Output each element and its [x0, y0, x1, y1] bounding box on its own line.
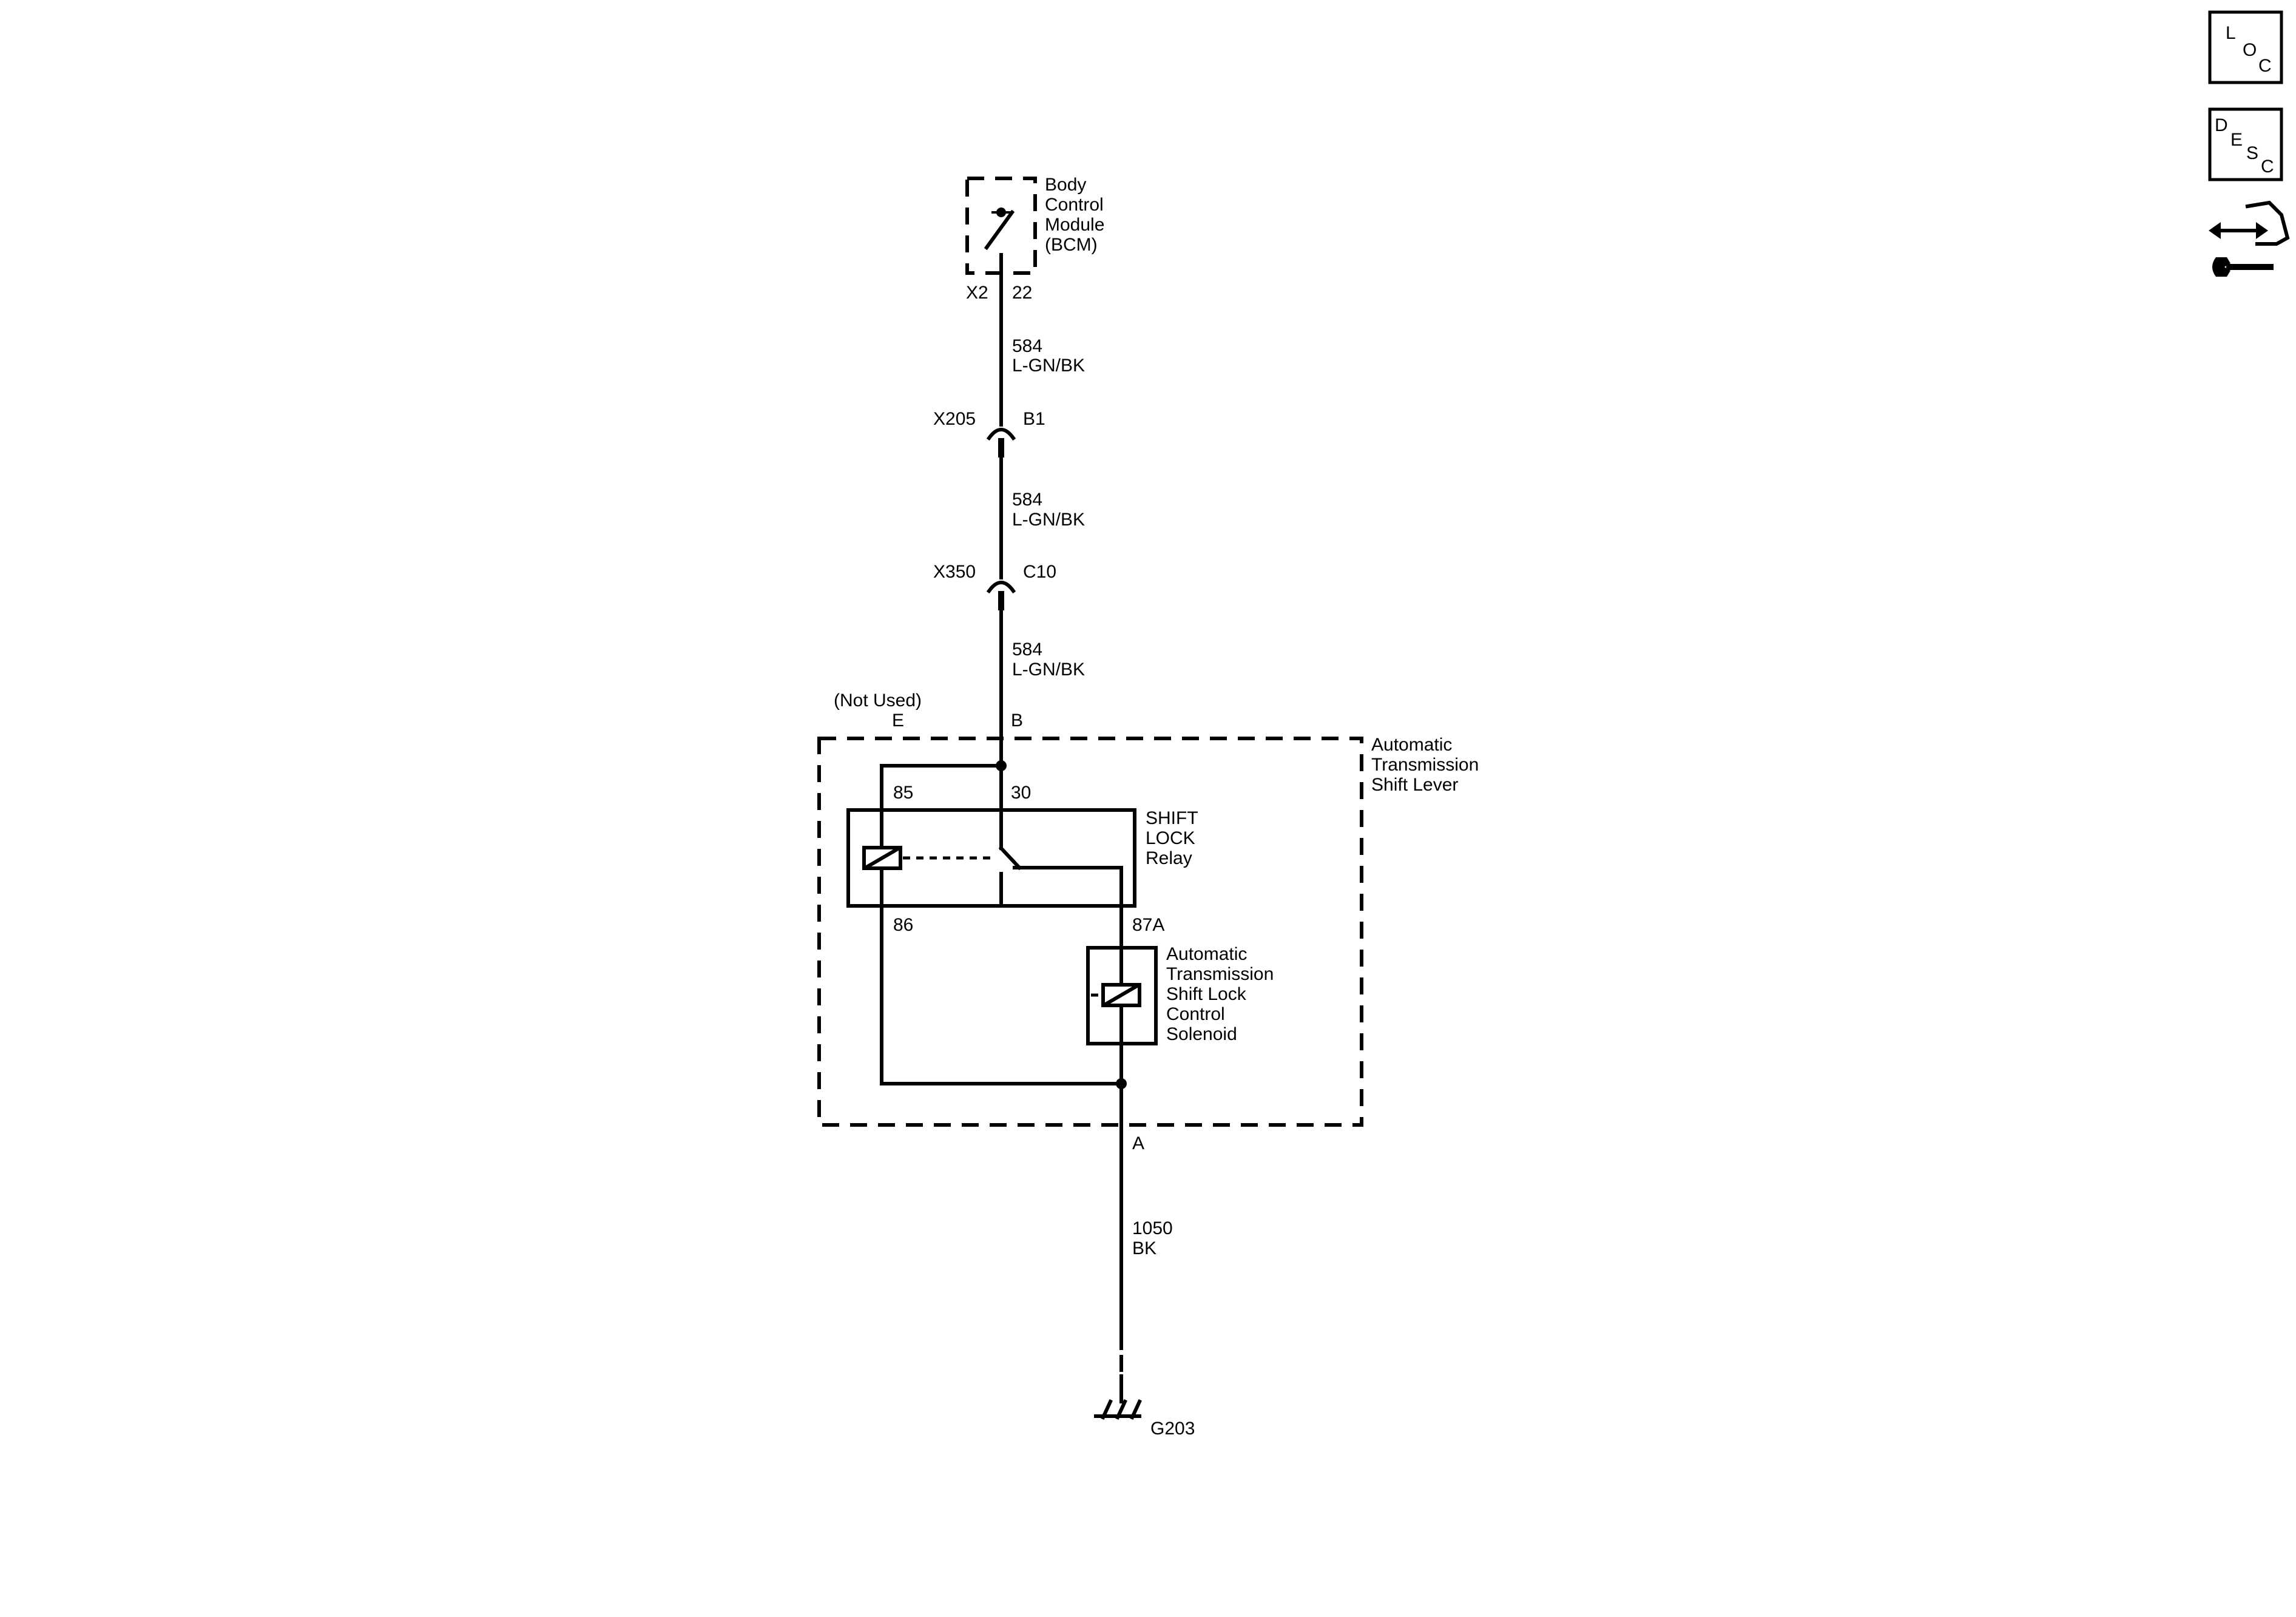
relay-label-line-2: LOCK [1146, 828, 1195, 848]
x350-pin: C10 [1023, 562, 1056, 582]
relay-coil-diagonal [865, 846, 900, 869]
circuit-584: 584 L-GN/BK X205 B1 584 L-GN/BK X350 C10… [933, 271, 1085, 768]
relay-label-line-3: Relay [1146, 848, 1192, 868]
shift-lever-assembly: Automatic Transmission Shift Lever (Not … [817, 690, 1479, 1127]
ground-wire-color: BK [1132, 1238, 1156, 1258]
relay-label-line-1: SHIFT [1146, 808, 1198, 828]
bcm-module: Body Control Module (BCM) X2 22 [965, 175, 1104, 303]
ground-label: G203 [1150, 1419, 1195, 1439]
solenoid-label-line-2: Transmission [1166, 964, 1274, 984]
shift-lever-label-line-3: Shift Lever [1371, 775, 1458, 795]
bcm-pin-label: 22 [1012, 283, 1032, 303]
wire-1-circuit: 584 [1012, 336, 1042, 356]
solenoid-label-line-3: Shift Lock [1166, 984, 1247, 1004]
solenoid-label-line-1: Automatic [1166, 944, 1247, 964]
wire-pin-86-to-ground [880, 904, 1123, 1085]
x205-male-pin [998, 438, 1004, 457]
loc-letter-1: L [2226, 23, 2236, 43]
location-icon[interactable]: L O C [2208, 10, 2283, 84]
service-arrow-left-head [2209, 222, 2221, 239]
desc-letter-2: E [2230, 130, 2243, 150]
pin-a-label: A [1132, 1133, 1144, 1153]
wire-3-color: L-GN/BK [1012, 660, 1085, 680]
relay-pin-87a: 87A [1132, 915, 1164, 935]
wire-1-color: L-GN/BK [1012, 356, 1085, 376]
loc-letter-2: O [2243, 40, 2257, 60]
shift-lever-outline [817, 737, 1363, 1127]
x205-female-arc [986, 428, 1016, 441]
shift-lock-relay: 85 30 SHIFT LOCK Relay 86 87A [846, 783, 1198, 935]
x350-female-arc [986, 581, 1016, 594]
relay-outline [846, 808, 1136, 908]
x205-pin: B1 [1023, 409, 1045, 429]
ground-symbol-tick-1 [1101, 1399, 1113, 1420]
service-car-outline [2245, 200, 2290, 246]
wire-to-pin-85 [880, 764, 1003, 812]
wire-2-color: L-GN/BK [1012, 510, 1085, 530]
service-wrench-icon[interactable] [2209, 200, 2290, 277]
relay-pin-86: 86 [893, 915, 913, 935]
shift-lever-label-line-2: Transmission [1371, 755, 1479, 775]
connector-x205: X205 B1 [933, 409, 1045, 457]
wire-3-circuit: 584 [1012, 640, 1042, 660]
bcm-switch-blade [984, 209, 1015, 251]
loc-letter-3: C [2258, 56, 2272, 76]
shift-lock-solenoid: Automatic Transmission Shift Lock Contro… [1086, 944, 1274, 1045]
bcm-label-line-2: Control [1045, 195, 1104, 215]
relay-nc-contact [1013, 866, 1123, 908]
solenoid-label-line-4: Control [1166, 1004, 1225, 1024]
relay-switch-blade [998, 845, 1022, 871]
wire-2-circuit: 584 [1012, 490, 1042, 510]
solenoid-coil-diagonal [1104, 984, 1139, 1007]
service-arrow-right-head [2256, 222, 2268, 239]
ground-symbol-tick-2 [1115, 1399, 1127, 1420]
connector-x350: X350 C10 [933, 562, 1056, 610]
relay-pin-85: 85 [893, 783, 913, 803]
bcm-label-line-4: (BCM) [1045, 235, 1098, 255]
description-icon[interactable]: D E S C [2208, 107, 2283, 181]
pin-e-not-used: (Not Used) [834, 690, 922, 711]
service-wrench-head [2212, 257, 2230, 277]
loc-button-frame[interactable] [2208, 10, 2283, 84]
x350-name: X350 [933, 562, 976, 582]
bcm-label-line-3: Module [1045, 215, 1104, 235]
desc-letter-1: D [2215, 115, 2228, 135]
solenoid-label-line-5: Solenoid [1166, 1024, 1237, 1044]
x350-male-pin [998, 591, 1004, 610]
ground-symbol-tick-3 [1130, 1399, 1142, 1420]
ground-wire-circuit: 1050 [1132, 1218, 1173, 1238]
shift-lever-label-line-1: Automatic [1371, 735, 1452, 755]
bcm-connector-label: X2 [966, 283, 988, 303]
bcm-label-line-1: Body [1045, 175, 1086, 195]
pin-e-label: E [892, 711, 904, 731]
relay-pin-30: 30 [1011, 783, 1031, 803]
x205-name: X205 [933, 409, 976, 429]
ground-circuit: A 1050 BK G203 [1094, 1082, 1195, 1439]
desc-letter-3: S [2246, 143, 2258, 163]
desc-letter-4: C [2261, 157, 2274, 177]
pin-b-label: B [1011, 711, 1023, 731]
desc-button-frame[interactable] [2208, 107, 2283, 181]
